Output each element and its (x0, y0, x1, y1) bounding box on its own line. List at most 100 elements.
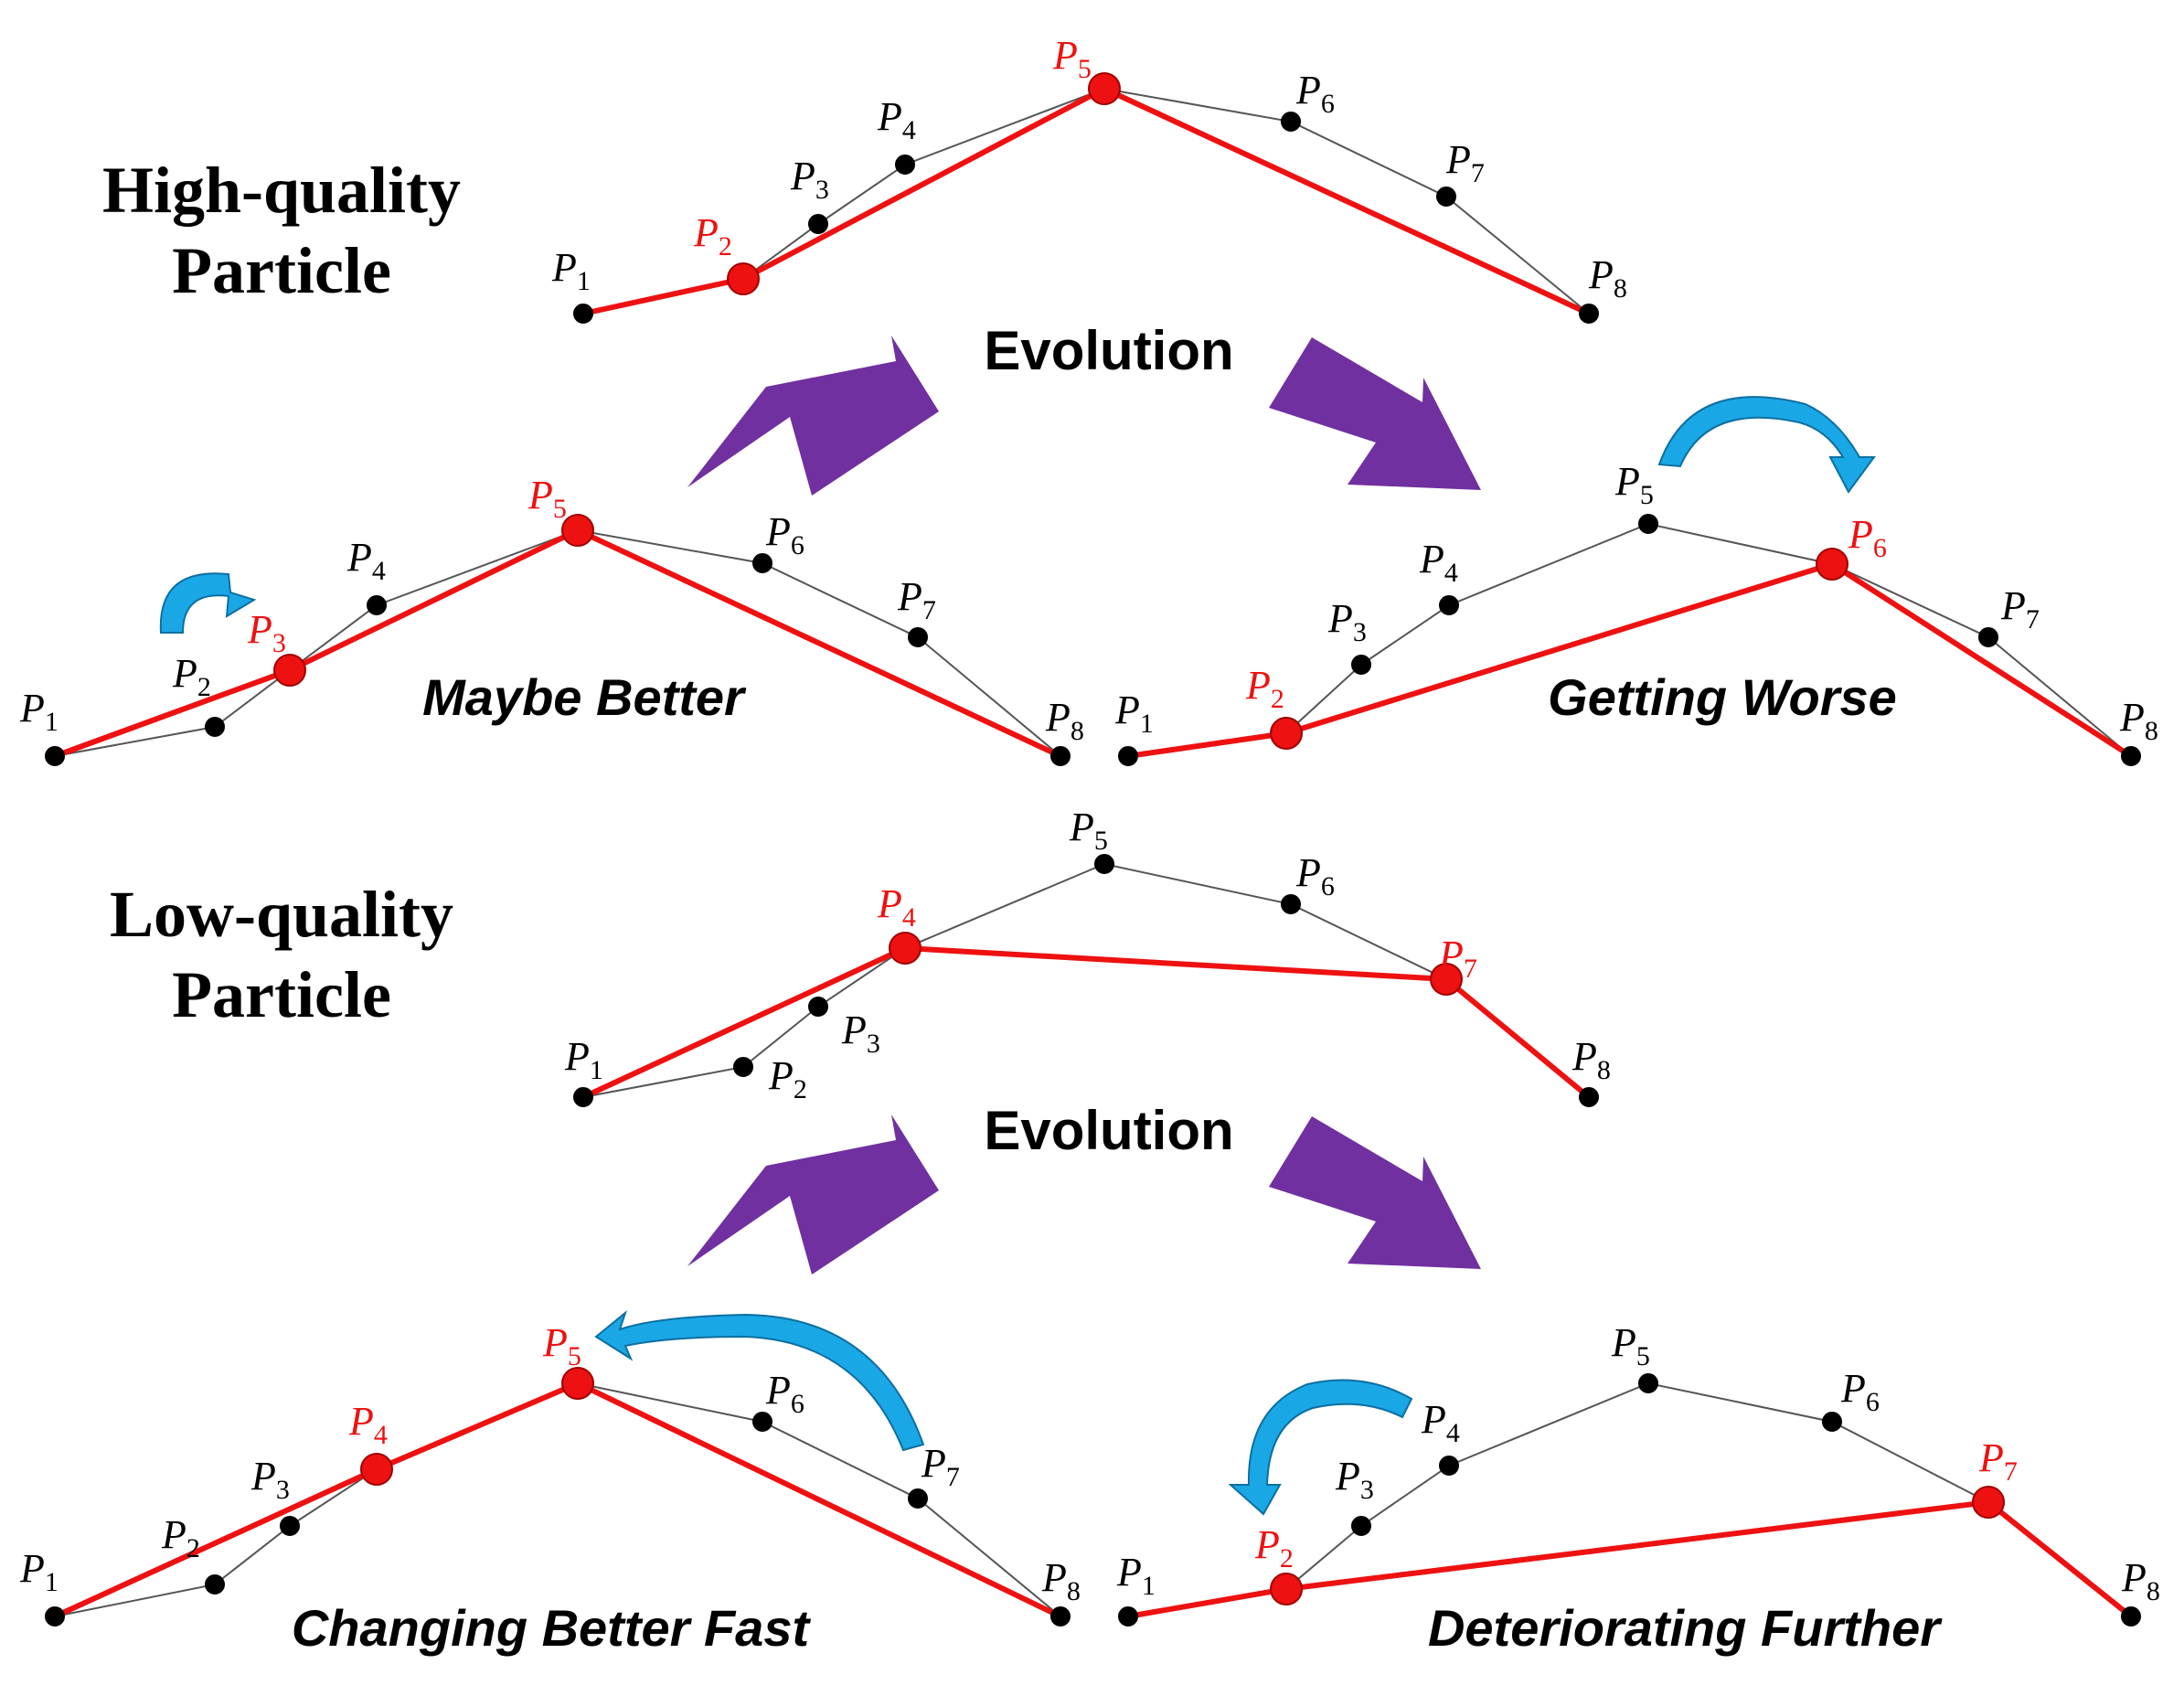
label-letter: P (1114, 688, 1140, 732)
label-p5: P5 (1611, 1320, 1650, 1371)
caption-low-deteriorating-further: Deteriorating Further (1428, 1599, 1943, 1657)
point-p5 (1094, 854, 1114, 874)
selected-path-line (53, 528, 1062, 759)
label-index: 7 (1471, 158, 1485, 188)
label-index: 8 (1597, 1055, 1611, 1085)
full-path-line (1127, 522, 2132, 757)
label-letter: P (1245, 663, 1271, 708)
label-p1: P1 (19, 1546, 59, 1597)
label-p8: P8 (1588, 252, 1627, 304)
evolution-arrow-right-bottom (1269, 1116, 1481, 1269)
label-letter: P (250, 1454, 276, 1499)
label-letter: P (1327, 596, 1353, 641)
label-p3: P3 (841, 1008, 880, 1059)
label-index: 4 (374, 1420, 388, 1450)
label-p8: P8 (1045, 695, 1084, 746)
label-p7: P7 (1438, 933, 1477, 984)
point-p7 (1978, 627, 1998, 647)
label-p5: P5 (1052, 33, 1092, 84)
point-p8 (1579, 304, 1599, 324)
label-index: 7 (922, 595, 936, 625)
label-letter: P (877, 881, 902, 926)
label-p5: P5 (527, 473, 567, 524)
label-letter: P (1445, 137, 1471, 182)
label-index: 5 (568, 1341, 581, 1371)
label-letter: P (1045, 695, 1071, 740)
label-letter: P (1840, 1366, 1866, 1411)
label-letter: P (1421, 1397, 1446, 1442)
label-letter: P (19, 1546, 45, 1591)
point-p1 (45, 746, 65, 766)
label-index: 7 (2026, 604, 2040, 635)
label-p5: P5 (542, 1320, 581, 1371)
point-p3 (280, 1516, 300, 1536)
label-index: 2 (719, 231, 732, 261)
label-p4: P4 (877, 881, 916, 933)
point-p4 (367, 595, 387, 615)
label-p6: P6 (1848, 512, 1887, 563)
point-p7 (908, 1488, 928, 1509)
label-index: 6 (1321, 89, 1335, 119)
label-p7: P7 (2000, 583, 2040, 635)
label-letter: P (765, 1368, 791, 1413)
curved-arrow-p2-to-p3 (159, 572, 257, 634)
label-index: 5 (1636, 1341, 1650, 1371)
label-index: 3 (276, 1475, 290, 1505)
label-p5: P5 (1614, 459, 1654, 510)
label-p3: P3 (247, 607, 286, 658)
label-index: 8 (1067, 1576, 1081, 1606)
label-p2: P2 (693, 210, 732, 261)
label-letter: P (2121, 1555, 2147, 1600)
label-letter: P (1614, 459, 1640, 504)
evolution-arrow-left-top (687, 336, 939, 496)
label-index: 6 (1873, 533, 1887, 563)
label-p7: P7 (921, 1441, 960, 1492)
label-letter: P (897, 574, 922, 619)
evolution-label-top: Evolution (984, 320, 1233, 381)
label-letter: P (564, 1034, 590, 1079)
point-p6 (752, 553, 772, 573)
label-p3: P3 (790, 154, 829, 205)
label-letter: P (1295, 68, 1321, 112)
label-letter: P (247, 607, 272, 652)
label-index: 2 (1271, 684, 1284, 714)
label-index: 5 (553, 494, 567, 524)
label-letter: P (527, 473, 553, 517)
label-index: 2 (794, 1074, 807, 1104)
label-letter: P (348, 1399, 374, 1444)
label-p8: P8 (2119, 695, 2158, 746)
label-letter: P (1438, 933, 1464, 977)
label-letter: P (2000, 583, 2026, 628)
point-p6 (1281, 894, 1301, 914)
label-index: 4 (1444, 558, 1458, 588)
label-p2: P2 (172, 651, 211, 702)
label-index: 7 (1464, 954, 1477, 984)
label-p3: P3 (1335, 1454, 1374, 1505)
label-p6: P6 (765, 1368, 804, 1419)
label-letter: P (1848, 512, 1873, 557)
point-p5 (1638, 1373, 1658, 1393)
label-letter: P (1254, 1522, 1280, 1567)
label-p8: P8 (2121, 1555, 2160, 1606)
curved-arrow-p5-to-p6 (1657, 396, 1876, 494)
label-index: 8 (2145, 716, 2158, 746)
point-p5-selected (1088, 72, 1121, 105)
label-index: 6 (791, 530, 804, 560)
label-letter: P (877, 94, 902, 139)
point-p1 (45, 1606, 65, 1627)
label-index: 3 (867, 1029, 880, 1059)
label-index: 1 (1140, 709, 1154, 739)
selected-path-line (581, 945, 1591, 1100)
label-letter: P (1419, 537, 1444, 581)
point-p5-selected (561, 1367, 594, 1400)
label-index: 3 (1360, 1475, 1374, 1505)
evolution-arrow-left-bottom (687, 1115, 939, 1275)
label-p1: P1 (1114, 688, 1154, 739)
low-quality-title-line1: Low-quality (110, 878, 453, 951)
point-p3 (1351, 1516, 1371, 1536)
